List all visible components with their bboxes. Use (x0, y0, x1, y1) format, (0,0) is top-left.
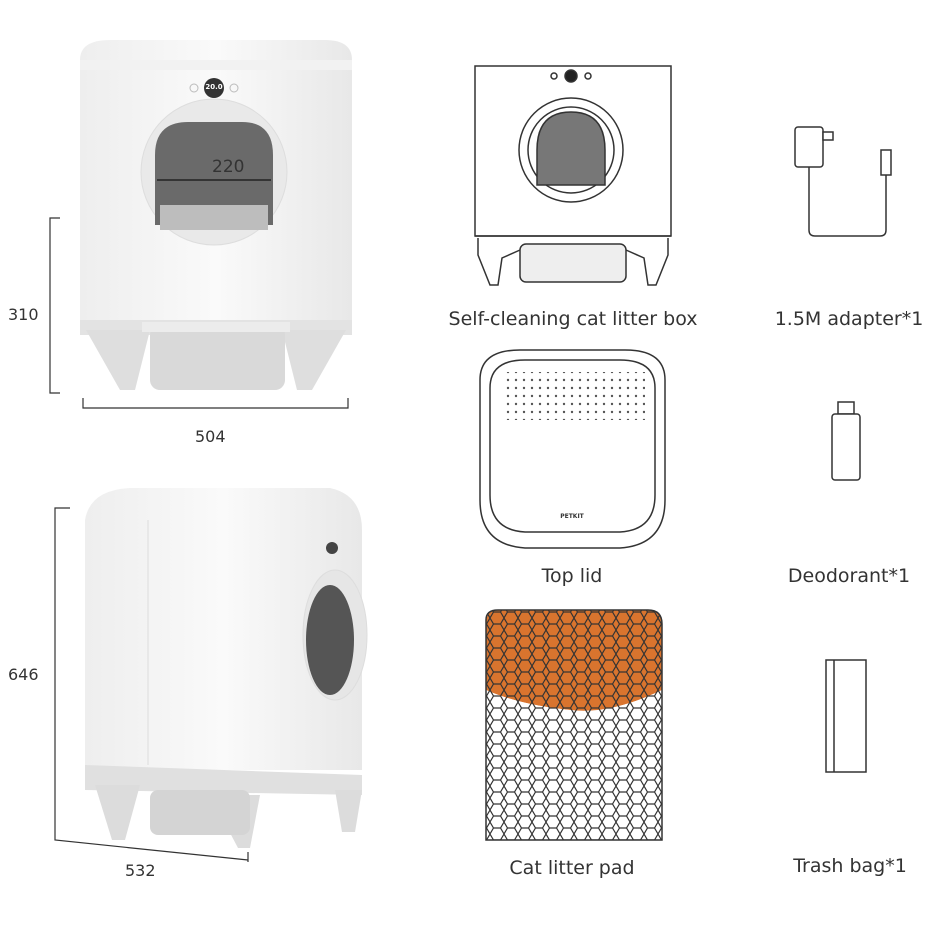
litter-pad-drawing (485, 609, 663, 841)
entrance-width-label: 220 (212, 157, 245, 177)
item-label-trash-bag: Trash bag*1 (793, 855, 907, 877)
item-label-adapter: 1.5M adapter*1 (774, 308, 924, 330)
item-label-litter-box: Self-cleaning cat litter box (448, 308, 698, 330)
trash-bag-drawing (825, 659, 867, 773)
front-width-label: 504 (195, 427, 226, 446)
side-view-device (85, 488, 368, 848)
dimension-lines-front (49, 217, 349, 409)
item-label-deodorant: Deodorant*1 (787, 565, 911, 587)
item-label-litter-pad: Cat litter pad (509, 857, 635, 879)
front-view-device: 20.0 (80, 40, 352, 390)
side-height-label: 646 (8, 665, 39, 684)
litter-box-drawing (474, 65, 672, 286)
adapter-drawing (794, 126, 892, 237)
display-panel (204, 78, 224, 98)
display-reading: 20.0 (205, 83, 222, 91)
petkit-logo: PETKIT (560, 513, 584, 520)
front-height-label: 310 (8, 305, 39, 324)
right-button-icon (229, 83, 239, 93)
side-depth-label: 532 (125, 861, 156, 880)
item-label-top-lid: Top lid (541, 565, 603, 587)
deodorant-drawing (831, 401, 861, 481)
top-lid-drawing: PETKIT (479, 349, 666, 549)
dimension-lines-side (54, 507, 249, 862)
left-button-icon (189, 83, 199, 93)
